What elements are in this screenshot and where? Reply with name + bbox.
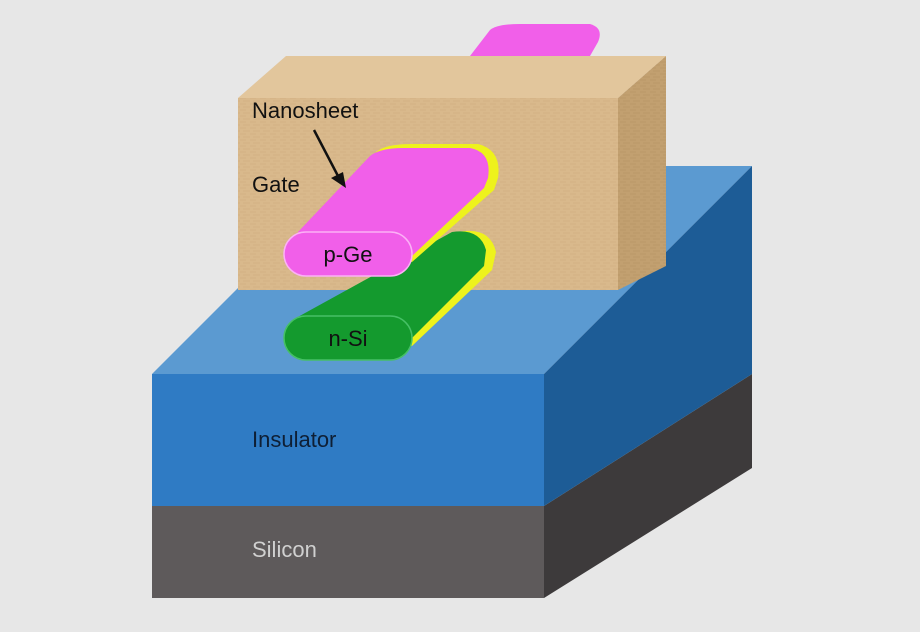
p-ge-nanosheet-top-portion (470, 24, 600, 56)
silicon-layer (152, 374, 752, 598)
gate-top-face (238, 56, 666, 98)
insulator-front-face (152, 374, 544, 506)
insulator-label: Insulator (252, 427, 336, 452)
nanosheet-arrow-head (331, 172, 346, 188)
n-si-front-cap (283, 315, 413, 361)
gate-label: Gate (252, 172, 300, 197)
p-ge-front-cap (283, 231, 413, 277)
gate-side-face (618, 56, 666, 290)
silicon-label: Silicon (252, 537, 317, 562)
n-si-nanosheet (283, 230, 496, 361)
silicon-front-face (152, 506, 544, 598)
p-ge-label: p-Ge (324, 242, 373, 267)
nanosheet-arrow (312, 129, 346, 188)
p-ge-nanosheet (283, 144, 499, 277)
nanosheet-label: Nanosheet (252, 98, 358, 123)
insulator-side-face (544, 166, 752, 506)
silicon-side-face (544, 374, 752, 598)
nanosheet-arrow-line (312, 129, 340, 177)
n-si-label: n-Si (328, 326, 367, 351)
